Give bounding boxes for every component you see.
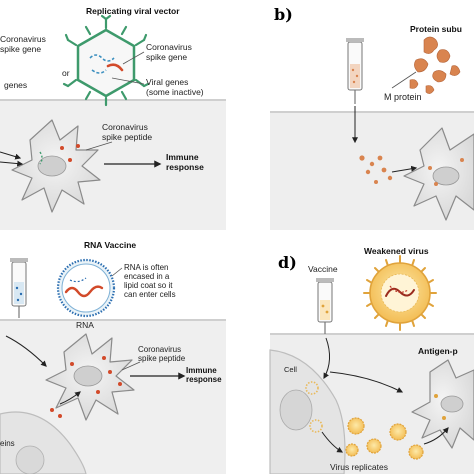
m-protein-cluster <box>409 36 461 94</box>
panel-a-peptide-label-2: spike peptide <box>102 132 152 142</box>
panel-c-peptide-callout-line <box>121 361 141 371</box>
panel-c: RNA Vaccine RNA is often encased in a li… <box>0 234 226 474</box>
protein-fragments <box>359 155 393 184</box>
panel-d-presentation-arrow <box>423 427 449 445</box>
panel-a-or-label: or <box>62 68 70 78</box>
panel-c-entry-arrow <box>5 335 47 367</box>
panel-b-letter: b) <box>274 5 293 24</box>
panel-d-injection-arrow <box>323 337 330 380</box>
panel-a-title: Replicating viral vector <box>86 6 180 16</box>
panel-c-rna-note-4: can enter cells <box>124 290 176 299</box>
panel-a-immune-label-2: response <box>166 162 204 172</box>
panel-c-rna-label: RNA <box>76 320 94 330</box>
dendritic-cell-b <box>403 127 474 221</box>
syringe-icon-d <box>316 278 334 334</box>
panel-d: d) Weakened virus Vaccine <box>269 234 474 474</box>
panel-a-immune-label-1: Immune <box>166 152 199 162</box>
panel-a-peptide-label-1: Coronavirus <box>102 122 148 132</box>
panel-a: Replicating viral vector Coronavirus spi… <box>0 0 226 230</box>
panel-a-entry-arrow-1 <box>0 151 22 160</box>
panel-a-right-gene-label-1: Coronavirus <box>146 42 192 52</box>
panel-d-weakened-label: Weakened virus <box>364 246 429 256</box>
panel-a-left-genes-label: genes <box>4 80 27 90</box>
panel-d-host-cell <box>269 349 346 474</box>
panel-c-peptide-label-2: spike peptide <box>138 354 186 363</box>
antigen-presenting-cell <box>411 359 474 449</box>
panel-d-uptake-arrow <box>329 371 404 393</box>
replicated-viruses <box>345 417 424 460</box>
syringe-icon-c <box>10 258 28 318</box>
panel-c-immune-label-2: response <box>186 375 222 384</box>
dendritic-cell-a <box>11 119 101 213</box>
peptide-callout-line <box>85 141 113 151</box>
rna-lipid-particle <box>56 258 116 318</box>
panel-a-right-gene-label-2: spike gene <box>146 52 187 62</box>
panel-b-m-protein-label: M protein <box>384 92 422 102</box>
panel-c-release-arrow <box>59 391 81 405</box>
panel-d-vaccine-label: Vaccine <box>308 264 338 274</box>
weakened-virus-icon <box>363 255 437 331</box>
panel-d-replicates-label: Virus replicates <box>330 462 388 472</box>
panel-b-title: Protein subu <box>410 24 462 34</box>
panel-d-replication-arrow <box>321 431 344 453</box>
panel-c-rna-note-3: lipid coat so it <box>124 281 173 290</box>
panel-c-rna-note-2: encased in a <box>124 272 170 281</box>
panel-a-left-gene-label-1: Coronavirus <box>0 34 46 44</box>
panel-b-uptake-arrow <box>391 165 418 173</box>
panel-d-letter: d) <box>278 253 297 272</box>
panel-a-right-viral-genes-1: Viral genes <box>146 77 188 87</box>
panel-c-immune-label-1: Immune <box>186 366 217 375</box>
panel-c-cell-fragment-label: eins <box>0 439 15 448</box>
panel-d-antigen-label: Antigen-p <box>418 346 458 356</box>
panel-a-right-viral-genes-2: (some inactive) <box>146 87 204 97</box>
panel-b: b) Protein subu M protein <box>270 0 474 230</box>
panel-c-host-nucleus <box>15 445 45 474</box>
viral-genes-callout-line <box>111 77 145 85</box>
panel-c-title: RNA Vaccine <box>84 240 136 250</box>
syringe-icon-b <box>346 38 364 104</box>
dendritic-cell-c <box>45 333 135 421</box>
m-protein-callout-line <box>391 71 417 89</box>
rna-note-callout-line <box>111 267 123 277</box>
panel-d-cell-label: Cell <box>284 365 297 374</box>
panel-a-left-gene-label-2: spike gene <box>0 44 41 54</box>
panel-a-entry-arrow-2 <box>0 160 24 167</box>
panel-c-peptide-label-1: Coronavirus <box>138 345 181 354</box>
panel-c-rna-note-1: RNA is often <box>124 263 168 272</box>
gene-callout-line <box>122 51 145 65</box>
